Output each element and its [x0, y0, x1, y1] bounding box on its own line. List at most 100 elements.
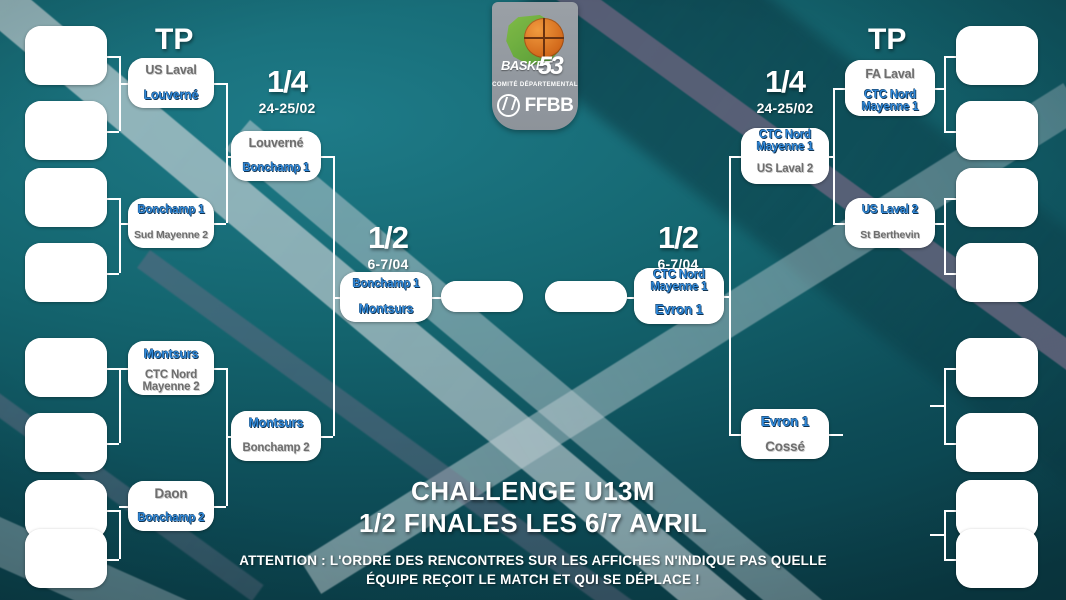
logo-number: 53 — [538, 52, 564, 80]
team-slot: US Laval 2 — [741, 156, 829, 184]
connector-vertical — [226, 83, 228, 223]
connector-horizontal — [729, 156, 741, 158]
team-slot: FA Laval — [845, 60, 935, 88]
round-date: 6-7/04 — [367, 256, 409, 272]
connector-semi-to-final-left — [432, 297, 441, 299]
team-slot — [441, 281, 523, 312]
team-slot — [956, 272, 1038, 302]
round-header-quarter-right: 1/4 24-25/02 — [735, 66, 835, 116]
connector-horizontal — [724, 296, 729, 298]
right-round16-box-2[interactable] — [956, 101, 1038, 160]
connector-horizontal — [214, 368, 226, 370]
team-slot: Evron 1 — [634, 296, 724, 324]
team-slot: Sud Mayenne 2 — [128, 223, 214, 248]
tp-header-right: TP — [868, 23, 907, 56]
round-header-quarter-left: 1/4 24-25/02 — [237, 66, 337, 116]
team-slot — [956, 243, 1038, 273]
poster-note-line1: ATTENTION : L'ORDRE DES RENCONTRES SUR L… — [239, 553, 827, 568]
final-box-2[interactable] — [545, 281, 627, 312]
left-round16-box-3[interactable] — [25, 168, 107, 227]
connector-horizontal — [729, 434, 741, 436]
connector-semi-to-final-right — [627, 297, 634, 299]
right-round16-box-3[interactable] — [956, 168, 1038, 227]
team-slot: Bonchamp 2 — [231, 436, 321, 461]
connector-horizontal — [321, 156, 333, 158]
team-slot — [25, 168, 107, 198]
connector-horizontal — [119, 368, 128, 370]
poster-title: CHALLENGE U13M — [411, 476, 655, 506]
team-slot: Montsurs — [231, 411, 321, 436]
right-round16-box-8[interactable] — [956, 529, 1038, 588]
team-slot — [25, 197, 107, 227]
round-header-semi-left: 1/2 6-7/04 — [338, 222, 438, 272]
connector-horizontal — [930, 405, 944, 407]
right-round16-box-1[interactable] — [956, 26, 1038, 85]
connector-horizontal — [944, 558, 956, 561]
team-slot — [25, 480, 107, 510]
left-round16-box-6[interactable] — [25, 413, 107, 472]
left-round16-box-4[interactable] — [25, 243, 107, 302]
team-slot — [956, 367, 1038, 397]
right-round16-box-6[interactable] — [956, 413, 1038, 472]
team-slot — [956, 413, 1038, 443]
connector-horizontal — [944, 55, 956, 58]
basketball-icon — [524, 18, 564, 58]
team-slot — [956, 197, 1038, 227]
connector-vertical — [333, 156, 335, 436]
left-round16-box-8[interactable] — [25, 529, 107, 588]
team-slot — [956, 26, 1038, 56]
connector-horizontal — [107, 509, 119, 512]
team-slot — [956, 338, 1038, 368]
connector-horizontal — [935, 223, 944, 225]
right-round16-box-5[interactable] — [956, 338, 1038, 397]
team-slot — [956, 168, 1038, 198]
round-title: 1/2 — [367, 220, 409, 255]
team-slot — [956, 130, 1038, 160]
basket53-logo: BASKET 53 COMITÉ DÉPARTEMENTAL FFBB — [492, 2, 578, 130]
ffbb-row: FFBB — [492, 94, 578, 117]
team-slot — [956, 442, 1038, 472]
connector-horizontal — [214, 506, 226, 508]
team-slot — [956, 101, 1038, 131]
ffbb-mark-icon — [496, 94, 520, 117]
connector-vertical — [119, 55, 121, 131]
connector-vertical — [944, 367, 946, 443]
left-round16-box-5[interactable] — [25, 338, 107, 397]
team-slot — [25, 26, 107, 56]
team-slot — [25, 529, 107, 559]
tp-header-left: TP — [155, 23, 194, 56]
right-round16-box-4[interactable] — [956, 243, 1038, 302]
left-round16-box-1[interactable] — [25, 26, 107, 85]
left-round16-box-2[interactable] — [25, 101, 107, 160]
final-box-1[interactable] — [441, 281, 523, 312]
connector-vertical — [119, 509, 121, 559]
team-slot: Montsurs — [340, 297, 432, 322]
logo-subtitle: COMITÉ DÉPARTEMENTAL — [492, 82, 578, 88]
team-slot: Evron 1 — [741, 409, 829, 434]
team-slot — [545, 281, 627, 312]
connector-vertical — [833, 88, 835, 223]
team-slot — [25, 413, 107, 443]
team-slot — [25, 130, 107, 160]
team-slot: US Laval 2 — [845, 198, 935, 223]
poster-subtitle: 1/2 FINALES LES 6/7 AVRIL — [358, 508, 708, 538]
connector-horizontal — [944, 442, 956, 445]
connector-vertical — [944, 197, 946, 273]
team-slot: Bonchamp 2 — [128, 506, 214, 531]
